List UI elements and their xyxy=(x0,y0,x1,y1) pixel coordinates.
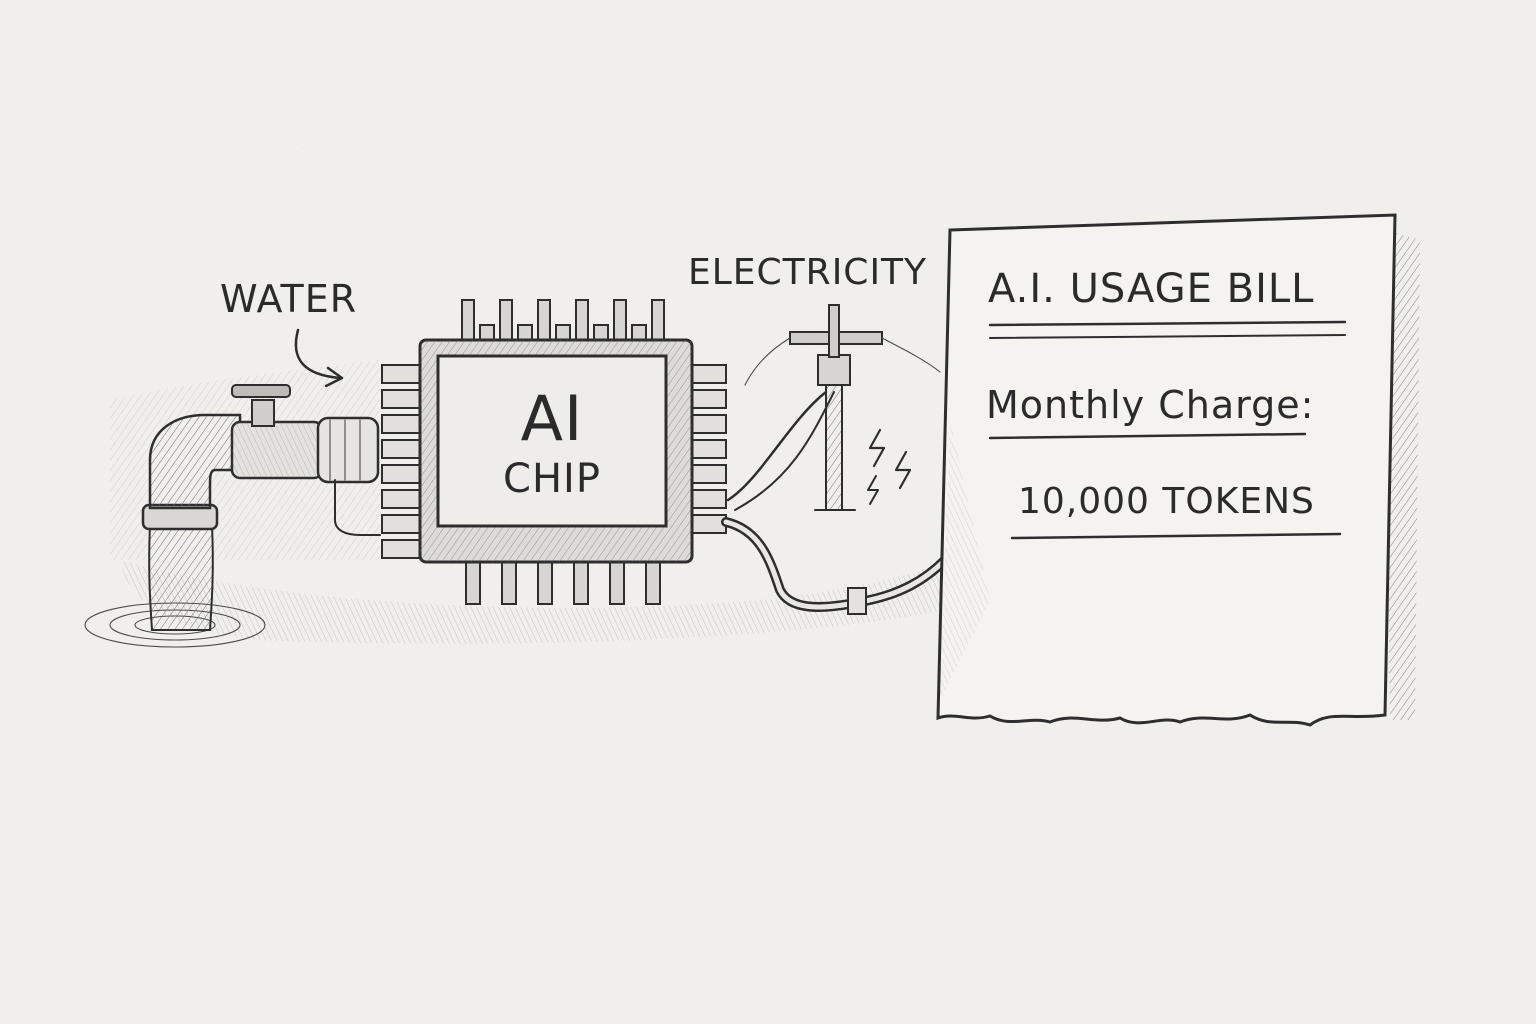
bill-charge-value: 10,000 TOKENS xyxy=(1018,481,1315,522)
bill-charge-label: Monthly Charge: xyxy=(986,383,1314,427)
bill-charge-value-rule xyxy=(1010,532,1342,540)
bill-title-rule xyxy=(988,320,1347,327)
ai-chip: AI CHIP xyxy=(381,299,727,605)
bill-title-rule-2 xyxy=(989,334,1346,339)
chip-label-line1: AI xyxy=(521,382,584,455)
chip-label-line2: CHIP xyxy=(503,456,601,502)
lightning-bolt-icon xyxy=(867,428,912,505)
bill-charge-rule xyxy=(988,432,1307,440)
water-arrow xyxy=(294,328,342,380)
ai-usage-bill: A.I. USAGE BILL Monthly Charge: 10,000 T… xyxy=(936,213,1420,727)
water-faucet xyxy=(141,384,381,631)
bill-title: A.I. USAGE BILL xyxy=(988,266,1314,312)
water-label: WATER xyxy=(220,277,357,321)
water-arrow-head xyxy=(324,366,344,388)
power-cable xyxy=(721,517,950,615)
utility-pole xyxy=(726,304,941,511)
electricity-label: ELECTRICITY xyxy=(688,252,927,293)
